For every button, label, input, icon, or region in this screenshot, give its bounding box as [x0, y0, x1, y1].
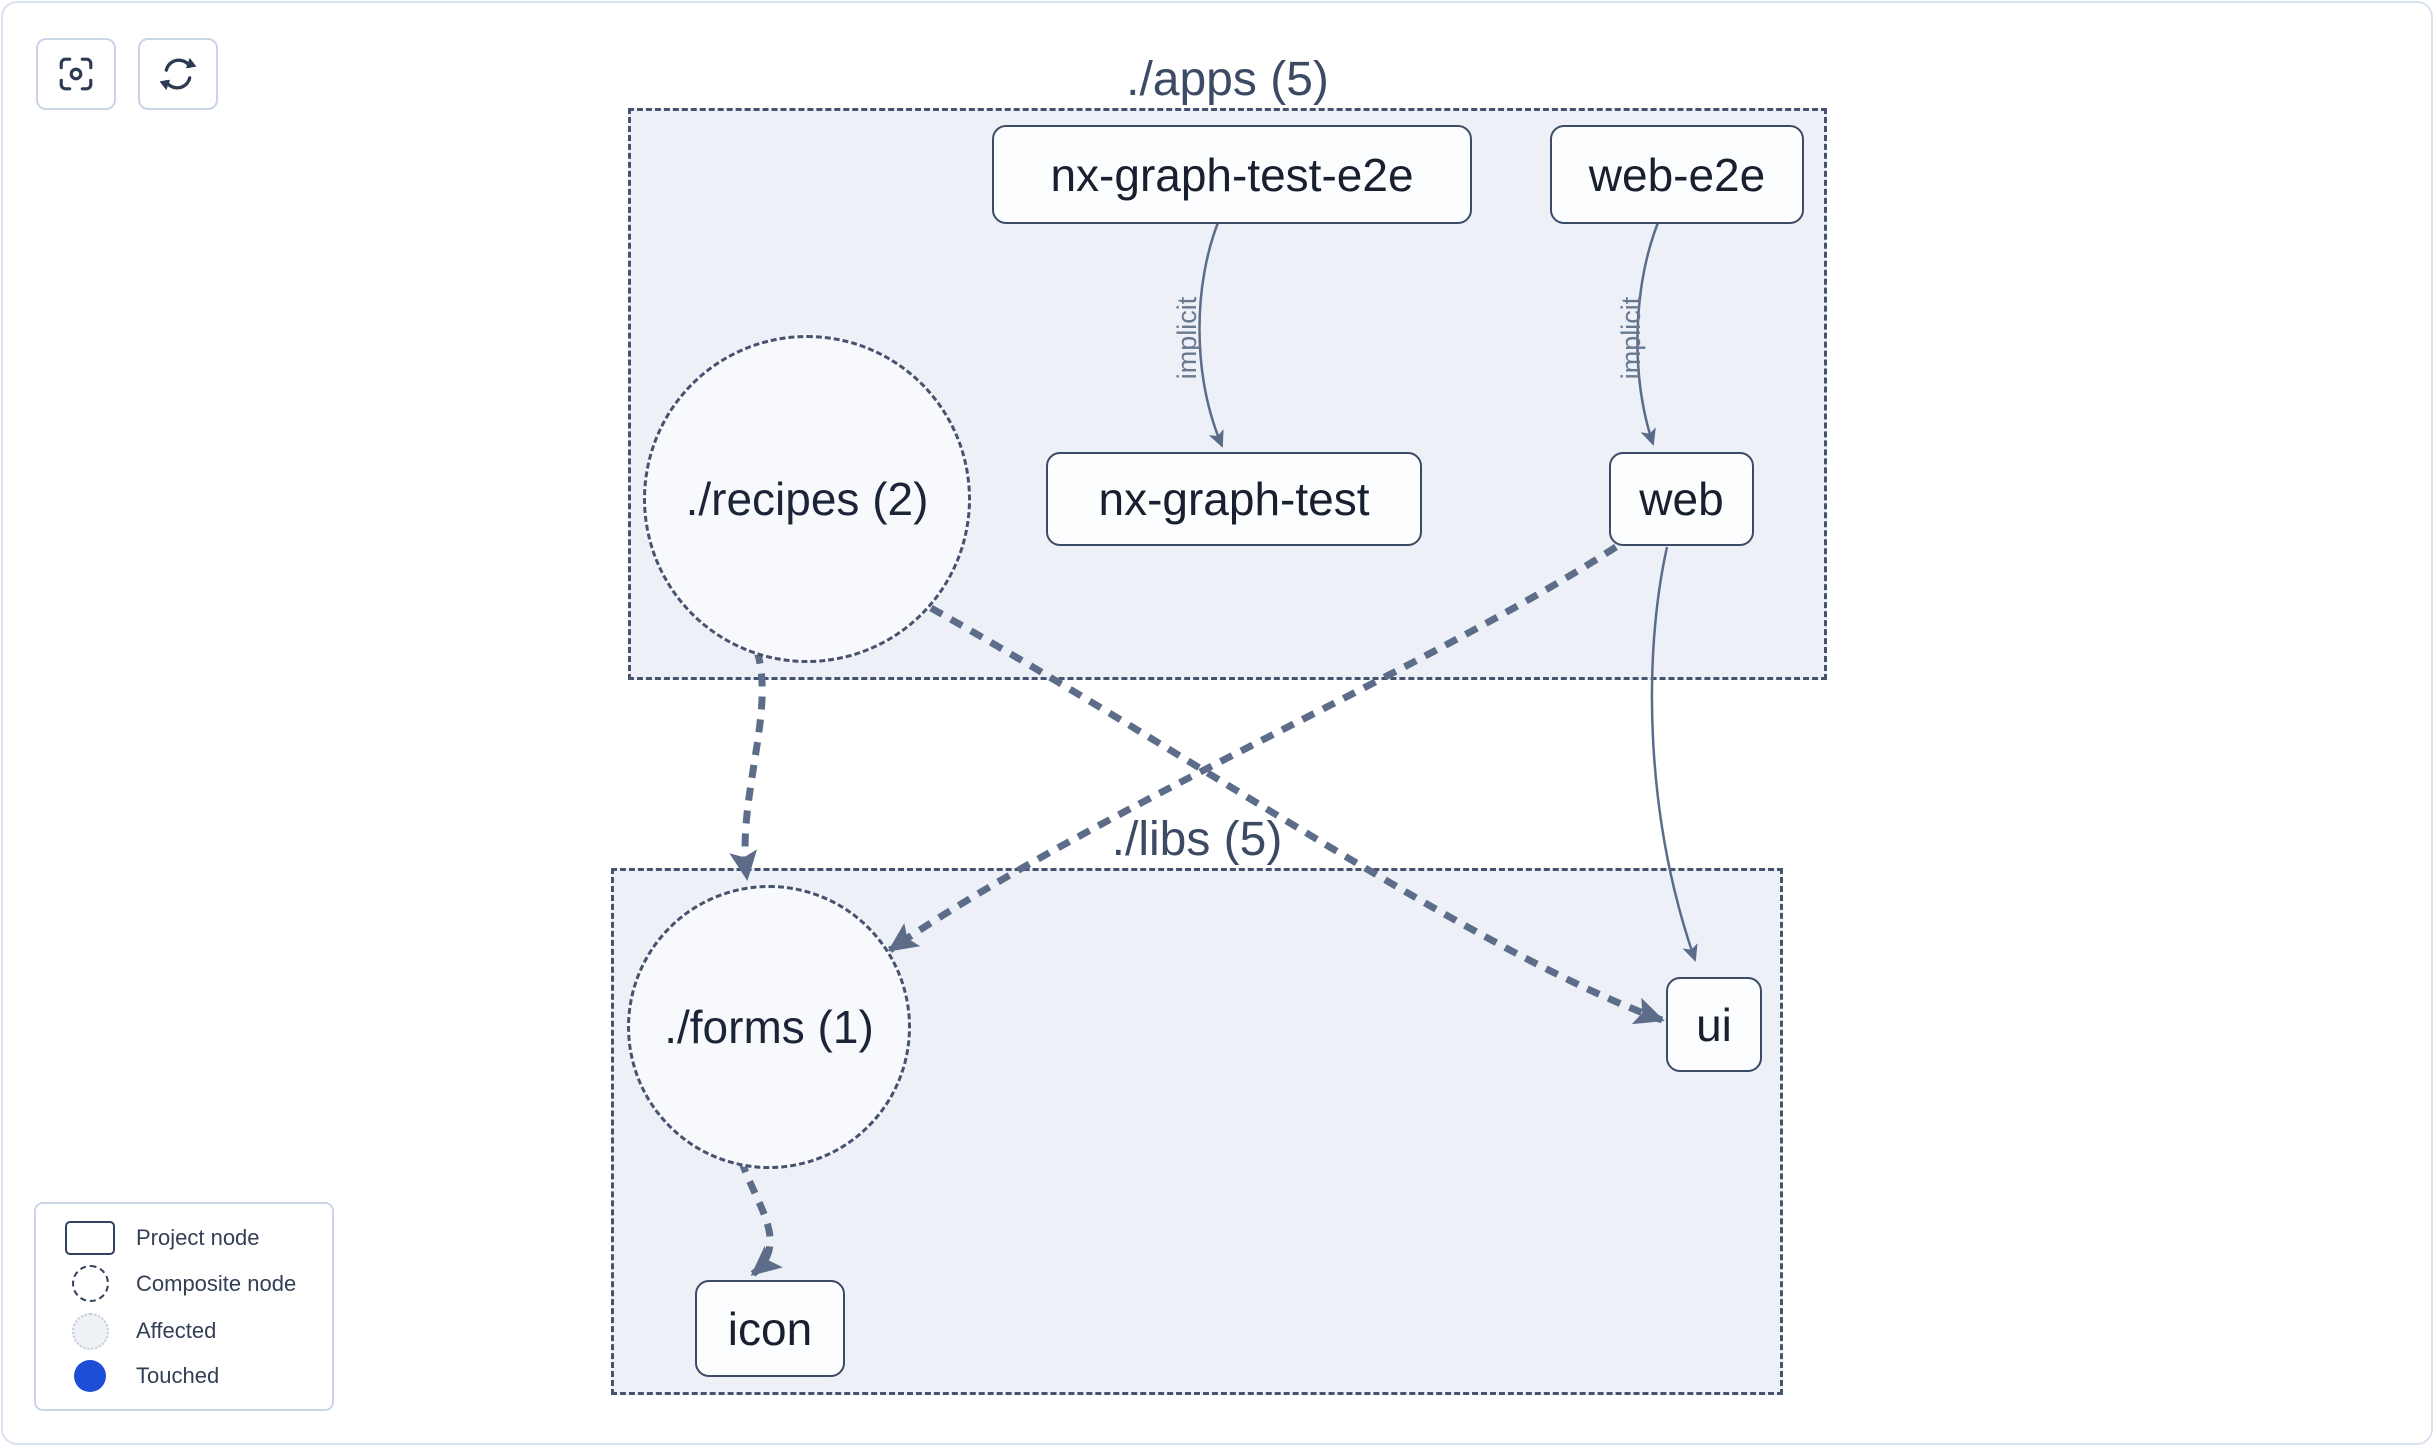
edge-label-implicit-2: implicit	[1616, 296, 1646, 379]
legend-item-composite-node: Composite node	[36, 1265, 332, 1303]
legend: Project node Composite node Affected Tou…	[34, 1202, 334, 1411]
legend-label: Affected	[136, 1318, 217, 1344]
group-libs-label: ./libs (5)	[1111, 813, 1283, 867]
legend-label: Composite node	[136, 1270, 297, 1296]
legend-label: Touched	[136, 1363, 220, 1389]
edge-forms-to-icon[interactable]	[737, 1158, 783, 1277]
affected-swatch-icon	[62, 1312, 118, 1350]
edge-label-implicit-1: implicit	[1172, 296, 1202, 379]
project-node-nx-graph-test[interactable]: nx-graph-test	[1046, 452, 1422, 546]
graph-toolbar	[36, 38, 218, 110]
focus-center-icon	[57, 55, 95, 93]
edge-recipes-to-forms[interactable]	[729, 649, 766, 881]
legend-item-affected: Affected	[36, 1312, 332, 1350]
center-graph-button[interactable]	[36, 38, 116, 110]
edge-web-e2e-to-web[interactable]	[1636, 219, 1661, 446]
composite-node-recipes[interactable]: ./recipes (2)	[643, 335, 971, 663]
touched-swatch-icon	[62, 1360, 118, 1393]
project-node-swatch-icon	[62, 1220, 118, 1255]
edge-web-to-ui[interactable]	[1650, 546, 1698, 962]
project-node-icon[interactable]: icon	[695, 1280, 845, 1377]
composite-node-swatch-icon	[62, 1265, 118, 1303]
project-node-ui[interactable]: ui	[1666, 977, 1762, 1072]
refresh-icon	[158, 54, 198, 94]
project-node-web[interactable]: web	[1609, 452, 1754, 546]
project-node-web-e2e[interactable]: web-e2e	[1550, 125, 1804, 224]
legend-item-touched: Touched	[36, 1360, 332, 1393]
edge-recipes-to-ui[interactable]	[929, 604, 1665, 1025]
refresh-graph-button[interactable]	[138, 38, 218, 110]
legend-label: Project node	[136, 1224, 260, 1250]
group-apps-label: ./apps (5)	[1126, 53, 1329, 107]
composite-node-forms[interactable]: ./forms (1)	[627, 885, 911, 1169]
legend-item-project-node: Project node	[36, 1220, 332, 1255]
edge-nx-graph-test-e2e-to-nx-graph-test[interactable]	[1198, 219, 1224, 448]
project-node-nx-graph-test-e2e[interactable]: nx-graph-test-e2e	[992, 125, 1472, 224]
edge-web-to-forms[interactable]	[887, 544, 1618, 953]
